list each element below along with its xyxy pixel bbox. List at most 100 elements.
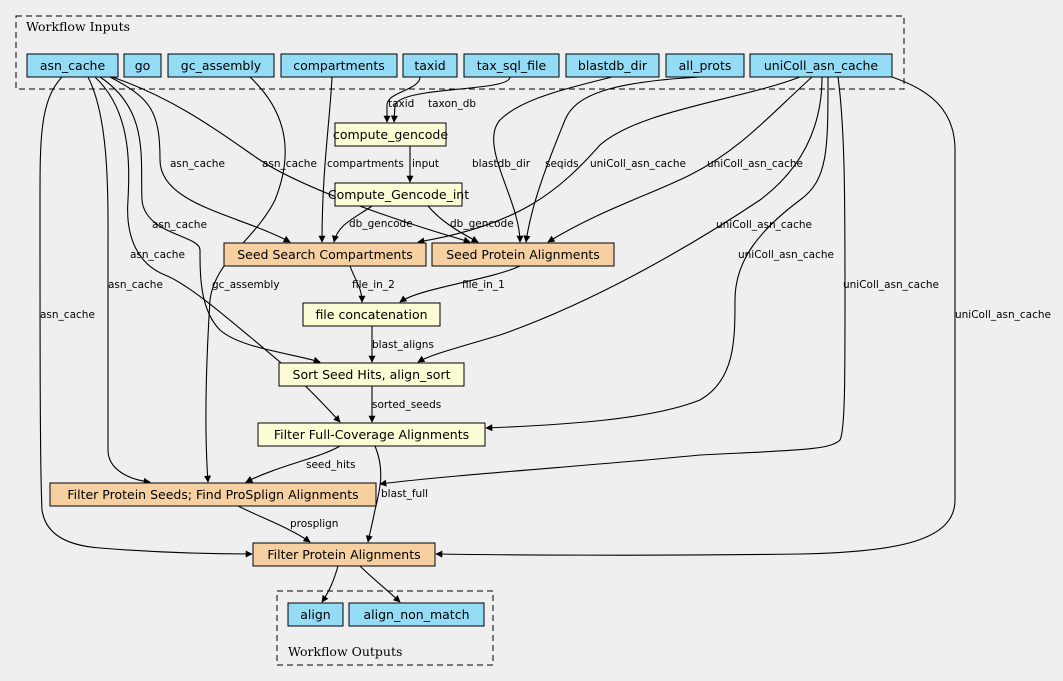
- edge-label-e2: taxon_db: [428, 98, 476, 110]
- node-label-uniColl_asn_cache: uniColl_asn_cache: [764, 58, 879, 73]
- node-taxid[interactable]: taxid: [402, 53, 458, 78]
- node-seed_protein[interactable]: Seed Protein Alignments: [431, 242, 615, 267]
- node-blastdb_dir[interactable]: blastdb_dir: [565, 53, 660, 78]
- node-filter_full[interactable]: Filter Full-Coverage Alignments: [257, 422, 486, 447]
- node-filter_prot[interactable]: Filter Protein Alignments: [252, 542, 436, 567]
- edge-label-e11: db_gencode: [450, 218, 514, 230]
- node-box-seed_search: [223, 242, 427, 267]
- edge-label-e4: asn_cache: [170, 158, 225, 170]
- node-label-align_non_match: align_non_match: [364, 607, 470, 622]
- edge-label-e10: seqids: [545, 158, 579, 170]
- edge-label-e6: db_gencode: [349, 218, 413, 230]
- node-box-taxid: [402, 53, 458, 78]
- node-label-compartments: compartments: [293, 58, 385, 73]
- node-gc_assembly[interactable]: gc_assembly: [167, 53, 275, 78]
- node-sort_seed[interactable]: Sort Seed Hits, align_sort: [278, 362, 465, 387]
- node-uniColl_asn_cache[interactable]: uniColl_asn_cache: [749, 53, 893, 78]
- edge-e27: [365, 445, 382, 543]
- node-box-align: [287, 602, 344, 627]
- node-box-compute_gencode: [334, 122, 447, 147]
- node-box-align_non_match: [348, 602, 485, 627]
- edge-e2: [390, 76, 511, 123]
- edge-e5: [318, 76, 333, 243]
- node-label-taxid: taxid: [414, 58, 445, 73]
- node-label-compute_gencode_int: Compute_Gencode_int: [328, 187, 469, 202]
- node-label-compute_gencode: compute_gencode: [333, 127, 448, 142]
- edge-label-e1: taxid: [388, 98, 414, 110]
- edge-label-e15: asn_cache: [152, 219, 207, 231]
- edge-e30: [359, 565, 401, 603]
- node-label-go: go: [135, 58, 151, 73]
- edge-e7: [417, 76, 801, 245]
- node-compute_gencode_int[interactable]: Compute_Gencode_int: [328, 182, 469, 207]
- node-label-seed_protein: Seed Protein Alignments: [446, 247, 600, 262]
- edge-label-e20: uniColl_asn_cache: [738, 249, 834, 261]
- edge-e17: [417, 76, 823, 363]
- edge-label-e12: uniColl_asn_cache: [707, 158, 803, 170]
- edge-e9: [493, 76, 613, 243]
- edge-e28: [435, 76, 956, 558]
- edge-label-e9: blastdb_dir: [472, 158, 531, 170]
- node-all_prots[interactable]: all_prots: [665, 53, 745, 78]
- node-seed_search[interactable]: Seed Search Compartments: [223, 242, 427, 267]
- node-label-tax_sql_file: tax_sql_file: [477, 58, 547, 73]
- node-asn_cache[interactable]: asn_cache: [26, 53, 119, 78]
- edge-e26: [237, 505, 311, 543]
- edge-label-e16: blast_aligns: [372, 339, 434, 351]
- cluster-inputs: [15, 15, 905, 90]
- edge-e14: [399, 265, 521, 303]
- node-label-filter_seeds: Filter Protein Seeds; Find ProSplign Ali…: [67, 487, 358, 502]
- node-box-seed_protein: [431, 242, 615, 267]
- node-box-compute_gencode_int: [334, 182, 463, 207]
- edge-label-e8: asn_cache: [262, 158, 317, 170]
- node-box-all_prots: [665, 53, 745, 78]
- edge-e29: [321, 565, 339, 603]
- node-box-uniColl_asn_cache: [749, 53, 893, 78]
- node-align_non_match[interactable]: align_non_match: [348, 602, 485, 627]
- node-compartments[interactable]: compartments: [280, 53, 398, 78]
- cluster-label-inputs: Workflow Inputs: [26, 19, 130, 34]
- node-box-gc_assembly: [167, 53, 275, 78]
- edge-e24: [379, 76, 846, 487]
- edge-label-e22: gc_assembly: [212, 279, 280, 291]
- node-compute_gencode[interactable]: compute_gencode: [333, 122, 448, 147]
- node-align[interactable]: align: [287, 602, 344, 627]
- edge-e15: [99, 76, 321, 364]
- cluster-outputs: [276, 590, 494, 666]
- node-tax_sql_file[interactable]: tax_sql_file: [463, 53, 560, 78]
- node-label-align: align: [300, 607, 330, 622]
- node-filter_seeds[interactable]: Filter Protein Seeds; Find ProSplign Ali…: [49, 482, 377, 507]
- edge-e1: [383, 76, 421, 123]
- edge-e8: [111, 76, 471, 244]
- node-label-blastdb_dir: blastdb_dir: [578, 58, 648, 73]
- edge-e12: [547, 76, 813, 243]
- node-label-sort_seed: Sort Seed Hits, align_sort: [293, 367, 451, 382]
- edge-label-e14: file_in_1: [462, 279, 505, 291]
- edge-label-e27: blast_full: [381, 488, 428, 500]
- node-box-filter_seeds: [49, 482, 377, 507]
- edge-e21: [87, 76, 151, 485]
- edge-label-e28: uniColl_asn_cache: [955, 309, 1051, 321]
- node-box-sort_seed: [278, 362, 465, 387]
- node-label-filter_full: Filter Full-Coverage Alignments: [274, 427, 469, 442]
- edge-label-e19: sorted_seeds: [372, 399, 441, 411]
- node-box-go: [123, 53, 162, 78]
- edge-e25: [39, 76, 253, 558]
- edge-label-e24: uniColl_asn_cache: [843, 279, 939, 291]
- node-box-filter_prot: [252, 542, 436, 567]
- edge-label-e17: uniColl_asn_cache: [716, 219, 812, 231]
- edge-e20: [485, 76, 829, 432]
- edge-e13: [349, 265, 366, 303]
- node-box-blastdb_dir: [565, 53, 660, 78]
- edge-e10: [523, 76, 701, 243]
- node-go[interactable]: go: [123, 53, 162, 78]
- node-label-gc_assembly: gc_assembly: [181, 58, 262, 73]
- node-label-asn_cache: asn_cache: [40, 58, 106, 73]
- node-box-file_concat: [302, 302, 441, 327]
- node-label-all_prots: all_prots: [679, 58, 732, 73]
- edge-label-e25: asn_cache: [40, 309, 95, 321]
- edge-label-e13: file_in_2: [352, 279, 395, 291]
- node-file_concat[interactable]: file concatenation: [302, 302, 441, 327]
- edge-label-e21: asn_cache: [108, 279, 163, 291]
